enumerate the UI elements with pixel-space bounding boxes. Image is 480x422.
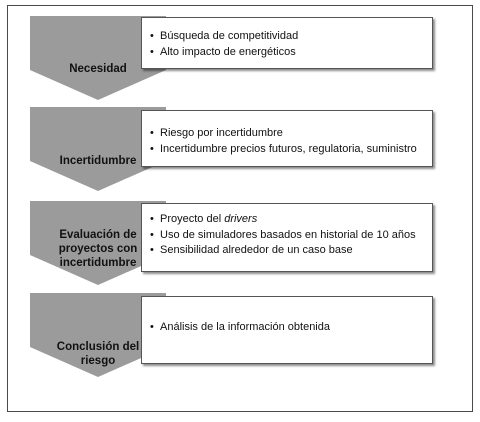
bullet-text: Búsqueda de competitividad [160, 30, 299, 42]
stage-label-line: Incertidumbre [59, 155, 137, 167]
stage-box-necesidad: Búsqueda de competitividad Alto impacto … [141, 17, 433, 69]
stage-label-evaluacion: Evaluación de proyectos con incertidumbr… [30, 228, 166, 270]
bullet-item: Análisis de la información obtenida [148, 320, 432, 336]
figure-frame [7, 5, 473, 412]
bullet-item: Uso de simuladores basados en historial … [148, 228, 432, 244]
bullet-text: Uso de simuladores basados en historial … [160, 228, 416, 241]
stage-label-line: Conclusión del [56, 341, 140, 353]
stage-label-line: Necesidad [69, 63, 127, 75]
chevron-evaluacion [30, 201, 166, 285]
bullet-item: Riesgo por incertidumbre [148, 126, 432, 142]
stage-label-conclusion: Conclusión del riesgo [30, 340, 166, 368]
bullet-text: Riesgo por incertidumbre [160, 127, 283, 139]
bullet-list: Análisis de la información obtenida [148, 320, 432, 336]
bullet-item: Alto impacto de energéticos [148, 45, 432, 61]
stage-label-incertidumbre: Incertidumbre [30, 154, 166, 168]
bullet-item: Sensibilidad alrededor de un caso base [148, 243, 432, 259]
bullet-item: Proyecto del drivers [148, 212, 432, 228]
stage-box-conclusion: Análisis de la información obtenida [141, 296, 433, 364]
stage-box-incertidumbre: Riesgo por incertidumbre Incertidumbre p… [141, 110, 433, 167]
bullet-text: Incertidumbre precios futuros, regulator… [160, 142, 417, 155]
bullet-list: Búsqueda de competitividad Alto impacto … [148, 29, 432, 60]
stage-label-line: Evaluación de [59, 229, 137, 241]
bullet-item: Búsqueda de competitividad [148, 29, 432, 45]
bullet-item: Incertidumbre precios futuros, regulator… [148, 142, 432, 158]
chevron-conclusion [30, 293, 166, 377]
bullet-text: Alto impacto de energéticos [160, 45, 296, 58]
stage-label-line: riesgo [80, 355, 116, 367]
bullet-text-emphasis: drivers [224, 213, 258, 225]
chevron-necesidad [30, 16, 166, 100]
bullet-text: Análisis de la información obtenida [160, 321, 330, 333]
bullet-list: Riesgo por incertidumbre Incertidumbre p… [148, 126, 432, 157]
chevron-incertidumbre [30, 107, 166, 191]
bullet-text: Proyecto del [160, 213, 225, 225]
bullet-text: Sensibilidad alrededor de un caso base [160, 244, 353, 256]
bullet-list: Proyecto del drivers Uso de simuladores … [148, 212, 432, 259]
stage-box-evaluacion: Proyecto del drivers Uso de simuladores … [141, 203, 433, 272]
stage-label-line: incertidumbre [59, 257, 137, 269]
stage-label-line: proyectos con [58, 243, 138, 255]
stage-label-necesidad: Necesidad [30, 62, 166, 76]
